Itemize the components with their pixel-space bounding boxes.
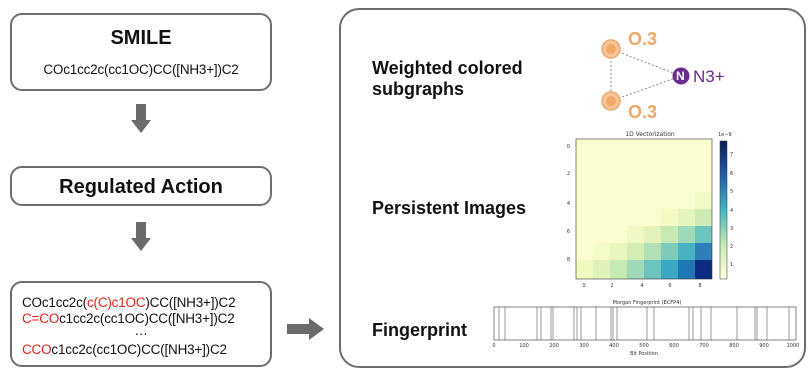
pi-plot-title: 1D Vectorization xyxy=(625,131,675,138)
fp-bits xyxy=(498,307,790,340)
svg-text:6: 6 xyxy=(567,229,570,235)
down-arrow-2-icon xyxy=(131,222,151,257)
svg-text:6: 6 xyxy=(668,283,671,289)
svg-text:800: 800 xyxy=(729,343,739,349)
node-bottom-label: O.3 xyxy=(628,102,658,122)
node-right-label: N3+ xyxy=(693,67,725,86)
fingerprint-plot: Morgan Fingerprint (ECFP4) 0 100 200 300… xyxy=(489,298,799,365)
fp-xlabel: Bit Position xyxy=(630,351,658,357)
svg-text:4: 4 xyxy=(567,201,570,207)
pi-colorbar xyxy=(719,140,728,280)
variant-line-1: COc1cc2c(c(C)c1OC)CC([NH3+])C2 xyxy=(22,295,236,310)
svg-text:100: 100 xyxy=(519,343,529,349)
svg-text:5: 5 xyxy=(730,189,733,195)
pi-colorbar-ticks: 7 6 5 4 3 2 1 xyxy=(730,152,733,268)
smile-box: SMILE COc1cc2c(cc1OC)CC([NH3+])C2 xyxy=(10,13,272,91)
subgraph-label: Weighted colored subgraphs xyxy=(372,58,523,99)
variant-line-3: CCOc1cc2c(cc1OC)CC([NH3+])C2 xyxy=(22,342,227,357)
svg-text:2: 2 xyxy=(567,171,570,177)
svg-text:0: 0 xyxy=(492,343,495,349)
svg-text:200: 200 xyxy=(549,343,559,349)
svg-text:2: 2 xyxy=(610,283,613,289)
down-arrow-1-icon xyxy=(131,104,151,139)
smile-string: COc1cc2c(cc1OC)CC([NH3+])C2 xyxy=(43,62,239,77)
pi-y-ticks: 0 2 4 6 8 xyxy=(567,144,570,263)
variant-line-2: C=COc1cc2c(cc1OC)CC([NH3+])C2 xyxy=(22,311,235,326)
svg-text:8: 8 xyxy=(698,283,701,289)
svg-text:6: 6 xyxy=(730,171,733,177)
pi-x-ticks: 0 2 4 6 8 xyxy=(582,283,701,289)
fp-x-ticks: 0 100 200 300 400 500 600 700 800 900 10… xyxy=(492,343,799,349)
svg-text:4: 4 xyxy=(640,283,643,289)
svg-text:4: 4 xyxy=(730,208,733,214)
svg-text:500: 500 xyxy=(639,343,649,349)
svg-text:2: 2 xyxy=(730,244,733,250)
subgraph-diagram: O.3 O.3 N N3+ xyxy=(595,29,735,130)
svg-text:7: 7 xyxy=(730,152,733,158)
smiles-variants-box: COc1cc2c(c(C)c1OC)CC([NH3+])C2 C=COc1cc2… xyxy=(10,281,272,367)
svg-text:600: 600 xyxy=(669,343,679,349)
fp-plot-title: Morgan Fingerprint (ECFP4) xyxy=(613,300,682,306)
node-right-letter: N xyxy=(676,69,685,83)
svg-text:1000: 1000 xyxy=(787,343,799,349)
right-arrow-icon xyxy=(287,318,325,345)
nitrogen-node xyxy=(672,67,690,85)
svg-text:300: 300 xyxy=(579,343,589,349)
variant-ellipsis: … xyxy=(134,323,148,338)
node-top-label: O.3 xyxy=(628,29,658,49)
svg-text:400: 400 xyxy=(609,343,619,349)
persistent-label: Persistent Images xyxy=(372,198,527,218)
regulated-action-box: Regulated Action xyxy=(10,166,272,206)
svg-text:1: 1 xyxy=(730,262,733,268)
fingerprint-label: Fingerprint xyxy=(372,320,467,340)
persistent-image-plot: 1D Vectorization xyxy=(558,129,748,304)
svg-text:3: 3 xyxy=(730,226,733,232)
pi-heatmap xyxy=(576,139,712,279)
smile-title: SMILE xyxy=(110,27,172,49)
regulated-action-title: Regulated Action xyxy=(59,176,223,198)
svg-text:700: 700 xyxy=(699,343,709,349)
svg-text:0: 0 xyxy=(582,283,585,289)
svg-text:8: 8 xyxy=(567,257,570,263)
pi-colorbar-exponent: 1e−9 xyxy=(718,132,732,138)
svg-text:900: 900 xyxy=(759,343,769,349)
svg-text:0: 0 xyxy=(567,144,570,150)
